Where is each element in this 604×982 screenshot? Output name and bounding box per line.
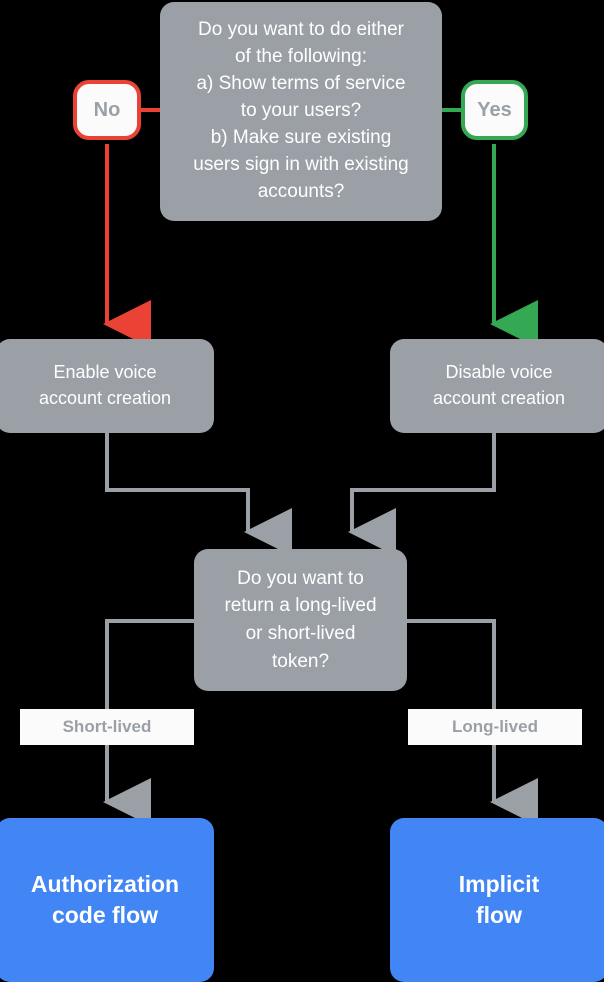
disable-voice-account-creation-box: Disable voice account creation [390,339,604,433]
short-lived-text: Short-lived [62,717,152,736]
implicit-flow-box: Implicit flow [390,818,604,982]
edge-disable-to-token [348,433,496,556]
no-branch-pill[interactable]: No [73,80,141,140]
question-top-box: Do you want to do either of the followin… [160,2,442,221]
enable-box-line-1: Enable voice [53,362,157,383]
long-lived-text: Long-lived [452,717,538,736]
question-top-line-5: b) Make sure existing [210,126,392,148]
question-token-lifetime-box: Do you want to return a long-lived or sh… [194,549,407,691]
question-token-line-2: return a long-lived [224,595,377,617]
long-lived-edge-label: Long-lived [408,709,582,745]
question-top-line-2: of the following: [234,46,368,68]
edge-enable-to-token [105,433,292,556]
yes-branch-pill[interactable]: Yes [461,80,528,140]
question-top-line-6: users sign in with existing [193,153,409,175]
question-token-line-4: token? [271,650,330,672]
implicit-box-line-1: Implicit [458,870,540,897]
enable-box-line-2: account creation [38,388,172,408]
no-branch-label: No [93,98,121,121]
question-top-line-1: Do you want to do either [198,19,404,41]
question-top-line-3: a) Show terms of service [196,73,406,95]
short-lived-edge-label: Short-lived [20,709,194,745]
question-token-line-3: or short-lived [245,623,356,644]
auth-box-line-2: code flow [51,902,159,928]
enable-voice-account-creation-box: Enable voice account creation [0,339,214,433]
yes-branch-label: Yes [477,98,512,121]
question-token-line-1: Do you want to [237,567,364,589]
authorization-code-flow-box: Authorization code flow [0,818,214,982]
question-top-line-4: to your users? [240,100,362,122]
disable-box-line-1: Disable voice [445,362,553,383]
auth-box-line-1: Authorization [30,870,180,897]
question-top-line-7: accounts? [257,180,345,202]
disable-box-line-2: account creation [432,388,566,408]
implicit-box-line-2: flow [475,902,522,928]
